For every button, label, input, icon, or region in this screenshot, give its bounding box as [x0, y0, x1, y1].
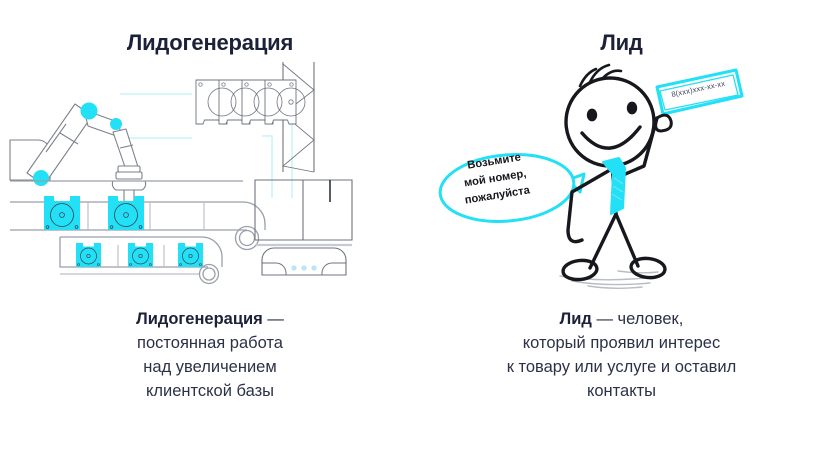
caption-dash: — — [591, 310, 618, 328]
control-device — [256, 243, 352, 276]
stick-figure-svg: 8(xxx)xxx-xx-xx Возьмите мой номер, пожа… — [438, 63, 744, 289]
panel-lead-generation: Лидогенерация — [0, 30, 420, 403]
caption-dash: — — [262, 310, 284, 328]
caption-line-4: клиентской базы — [145, 382, 275, 400]
caption-term: Лид — [559, 310, 592, 328]
cyan-box — [43, 195, 81, 231]
caption-lead: Лид — человек, который проявил интерес к… — [420, 307, 823, 403]
illustration-factory — [0, 62, 420, 297]
arm-joint-lower — [33, 170, 49, 186]
business-card: 8(xxx)xxx-xx-xx — [655, 68, 744, 116]
cyan-box-small — [127, 242, 154, 268]
caption-lead-generation: Лидогенерация — постоянная работа над ув… — [0, 307, 420, 403]
eye-left — [586, 108, 598, 122]
conveyor-pulley-lower — [198, 263, 220, 285]
conveyor-upper — [10, 180, 266, 251]
hand-holding-card — [654, 113, 673, 133]
caption-line-1: Лид — человек, — [420, 307, 823, 331]
speech-bubble: Возьмите мой номер, пожалуйста — [438, 151, 586, 223]
hand-on-hip — [566, 168, 612, 244]
illustration-lead-person: 8(xxx)xxx-xx-xx Возьмите мой номер, пожа… — [420, 62, 823, 297]
arm-joint-elbow — [110, 118, 122, 130]
outline-box-rack — [195, 79, 306, 125]
hair — [578, 63, 623, 88]
caption-line-1: Лидогенерация — — [0, 307, 420, 331]
device-indicator-dots — [291, 265, 317, 271]
conveyor-lower — [59, 236, 223, 285]
storage-cabinet — [254, 179, 353, 241]
leg-left — [588, 212, 618, 270]
page-title-right: Лид — [600, 30, 643, 55]
caption-first-line-rest: человек, — [617, 310, 684, 328]
panel-lead: Лид 8(xxx)xxx-xx-xx — [420, 0, 823, 454]
eye-right — [626, 101, 638, 115]
smile — [580, 125, 642, 150]
robotic-arm — [9, 102, 147, 212]
caption-term: Лидогенерация — [136, 310, 263, 328]
page-title-left: Лидогенерация — [126, 30, 294, 55]
arm-joint-upper — [80, 102, 98, 120]
head — [564, 76, 656, 168]
shoe-right — [629, 256, 667, 280]
caption-line-3: над увеличением — [143, 358, 277, 376]
shoe-left — [561, 258, 599, 282]
caption-line-2: постоянная работа — [137, 334, 283, 352]
necktie — [602, 157, 626, 215]
cyan-box-small — [75, 242, 102, 268]
caption-line-2: который проявил интерес — [522, 334, 721, 352]
cyan-box — [107, 195, 145, 231]
caption-line-4: контакты — [586, 382, 657, 400]
caption-line-3: к товару или услуге и оставил — [506, 358, 737, 376]
factory-illustration-svg — [9, 62, 353, 285]
cyan-box-small — [177, 242, 204, 268]
leg-right — [614, 212, 640, 268]
